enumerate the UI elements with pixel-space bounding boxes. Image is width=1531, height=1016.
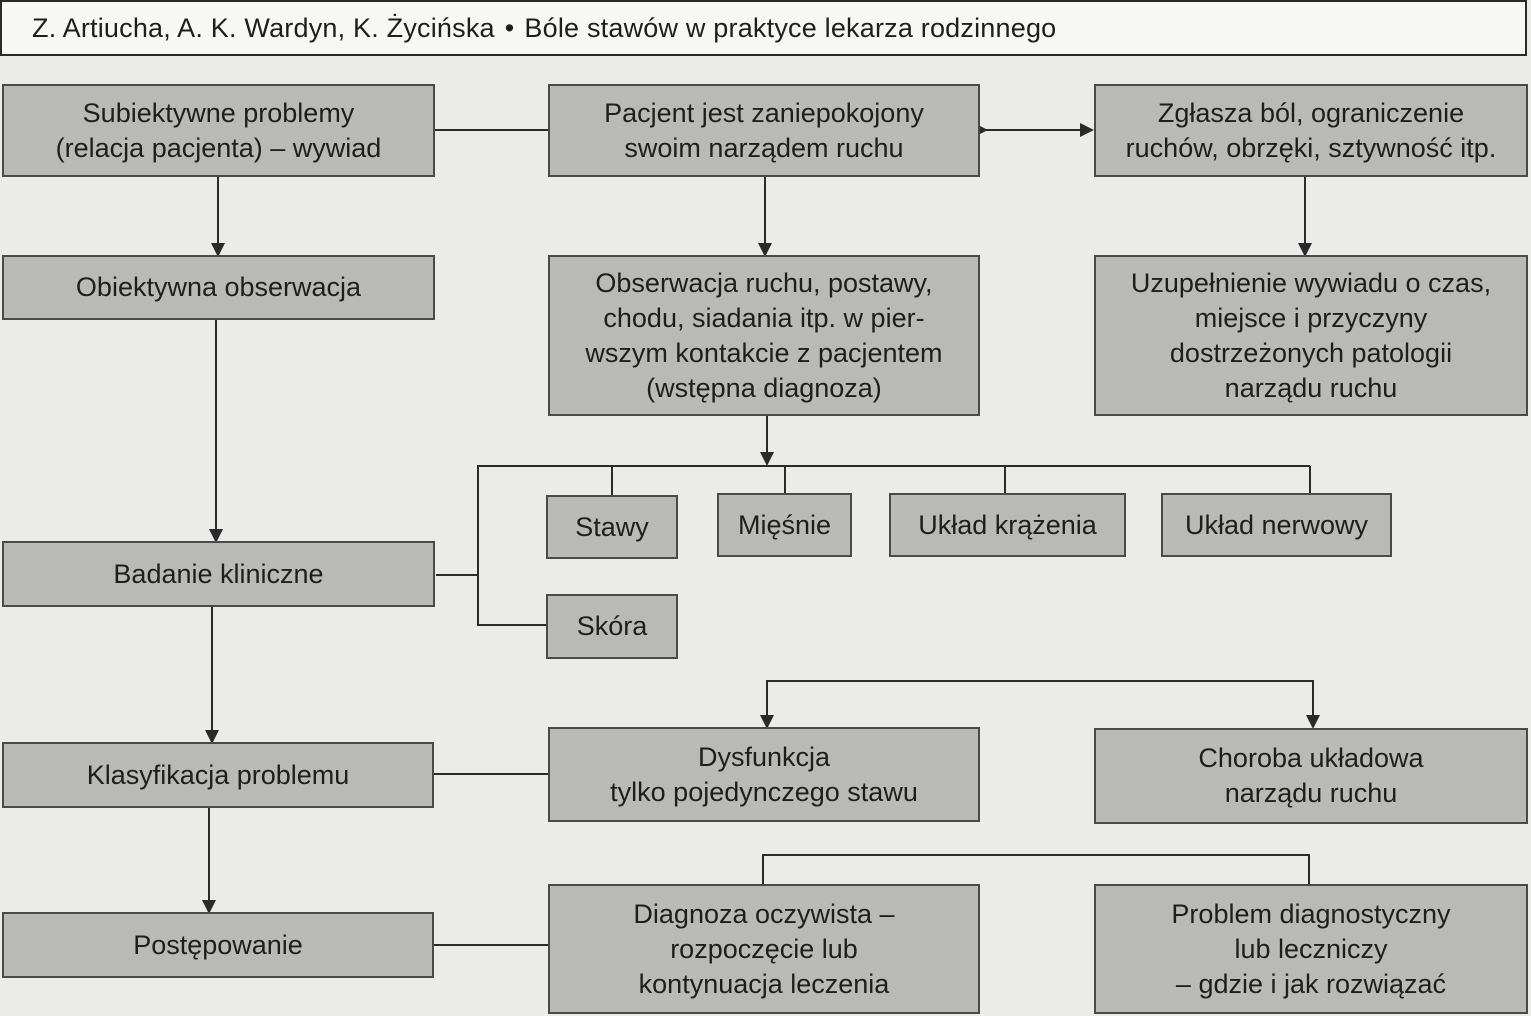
label-classification: Klasyfikacja problemu bbox=[86, 759, 350, 790]
label-stawy: Stawy bbox=[575, 511, 649, 542]
box-uklad-krazenia: Układ krążenia bbox=[889, 493, 1126, 557]
box-systemic: Choroba układowa narządu ruchu bbox=[1094, 728, 1528, 824]
label-dysfunction: Dysfunkcja tylko pojedynczego stawu bbox=[610, 741, 918, 807]
box-observation: Obserwacja ruchu, postawy, chodu, siadan… bbox=[548, 255, 980, 416]
label-clinical: Badanie kliniczne bbox=[113, 558, 324, 589]
split-management bbox=[762, 854, 1310, 884]
box-stawy: Stawy bbox=[546, 495, 678, 559]
header-title: Bóle stawów w praktyce lekarza rodzinneg… bbox=[524, 12, 1057, 43]
box-classification: Klasyfikacja problemu bbox=[2, 742, 434, 808]
label-patient-worried: Pacjent jest zaniepokojony swoim narząde… bbox=[604, 97, 924, 163]
header-separator: • bbox=[504, 12, 515, 43]
label-reports-pain: Zgłasza ból, ograniczenie ruchów, obrzęk… bbox=[1125, 97, 1497, 163]
label-skora: Skóra bbox=[576, 611, 648, 641]
box-dysfunction: Dysfunkcja tylko pojedynczego stawu bbox=[548, 727, 980, 822]
box-objective: Obiektywna obserwacja bbox=[2, 255, 435, 320]
box-obvious-diagnosis: Diagnoza oczywista – rozpoczęcie lub kon… bbox=[548, 884, 980, 1014]
label-diagnostic-problem: Problem diagnostyczny lub leczniczy – gd… bbox=[1171, 898, 1451, 999]
label-uklad-nerwowy: Układ nerwowy bbox=[1184, 509, 1369, 540]
box-skora: Skóra bbox=[546, 594, 678, 659]
label-objective: Obiektywna obserwacja bbox=[75, 272, 362, 302]
box-subjective: Subiektywne problemy (relacja pacjenta) … bbox=[2, 84, 435, 177]
box-supplement: Uzupełnienie wywiadu o czas, miejsce i p… bbox=[1094, 255, 1528, 416]
box-diagnostic-problem: Problem diagnostyczny lub leczniczy – gd… bbox=[1094, 884, 1528, 1014]
label-miesnie: Mięśnie bbox=[737, 509, 832, 540]
bracket-top-line bbox=[477, 465, 1310, 575]
label-uklad-krazenia: Układ krążenia bbox=[918, 509, 1097, 540]
box-reports-pain: Zgłasza ból, ograniczenie ruchów, obrzęk… bbox=[1094, 84, 1528, 177]
box-miesnie: Mięśnie bbox=[717, 493, 852, 557]
box-management: Postępowanie bbox=[2, 912, 434, 978]
label-management: Postępowanie bbox=[133, 929, 303, 960]
label-supplement: Uzupełnienie wywiadu o czas, miejsce i p… bbox=[1130, 267, 1492, 403]
bracket-clinical-skin bbox=[436, 574, 546, 626]
header-authors: Z. Artiucha, A. K. Wardyn, K. Życińska bbox=[32, 12, 495, 43]
box-patient-worried: Pacjent jest zaniepokojony swoim narząde… bbox=[548, 84, 980, 177]
split-classification bbox=[766, 680, 1314, 727]
label-obvious-diagnosis: Diagnoza oczywista – rozpoczęcie lub kon… bbox=[633, 898, 895, 999]
page-header: Z. Artiucha, A. K. Wardyn, K. Życińska •… bbox=[0, 0, 1527, 56]
box-uklad-nerwowy: Układ nerwowy bbox=[1161, 493, 1392, 557]
label-systemic: Choroba układowa narządu ruchu bbox=[1198, 743, 1424, 808]
label-observation: Obserwacja ruchu, postawy, chodu, siadan… bbox=[585, 267, 943, 403]
label-subjective: Subiektywne problemy (relacja pacjenta) … bbox=[55, 97, 382, 163]
box-clinical: Badanie kliniczne bbox=[2, 541, 435, 607]
